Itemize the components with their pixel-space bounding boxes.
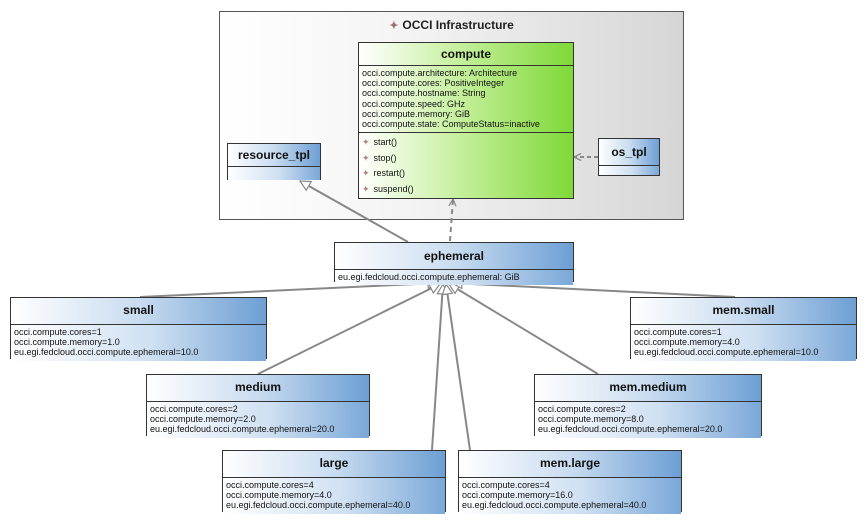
operation: ✦restart()	[362, 168, 406, 179]
attribute: eu.egi.fedcloud.occi.compute.ephemeral=1…	[634, 347, 819, 358]
class-name: mem.medium	[535, 375, 761, 402]
class-name: os_tpl	[599, 139, 659, 166]
attribute-list: occi.compute.cores=1 occi.compute.memory…	[631, 325, 856, 361]
operation: ✦start()	[362, 137, 398, 148]
attribute: eu.egi.fedcloud.occi.compute.ephemeral=1…	[14, 347, 199, 358]
class-compute[interactable]: compute occi.compute.architecture: Archi…	[358, 42, 574, 199]
attribute: occi.compute.memory=8.0	[538, 414, 644, 425]
operation-star-icon: ✦	[362, 168, 370, 179]
attribute: occi.compute.speed: GHz	[362, 98, 466, 109]
class-name: resource_tpl	[228, 144, 320, 167]
attribute: occi.compute.memory=4.0	[634, 337, 740, 348]
attribute-list: occi.compute.cores=4 occi.compute.memory…	[223, 478, 445, 514]
edge-mem-medium-ephemeral	[449, 283, 599, 375]
attribute-list: occi.compute.architecture: Architecture …	[359, 66, 573, 132]
attribute: occi.compute.memory=2.0	[150, 414, 256, 425]
operation-star-icon: ✦	[362, 183, 370, 194]
edge-mem-large-ephemeral	[446, 284, 471, 451]
attribute: occi.compute.cores: PositiveInteger	[362, 78, 505, 89]
class-resource-tpl[interactable]: resource_tpl	[227, 143, 321, 180]
attribute-list: eu.egi.fedcloud.occi.compute.ephemeral: …	[335, 270, 573, 286]
attribute: eu.egi.fedcloud.occi.compute.ephemeral=2…	[150, 424, 335, 435]
attribute: occi.compute.architecture: Architecture	[362, 68, 518, 78]
attribute-list	[599, 166, 659, 175]
operation-star-icon: ✦	[362, 137, 370, 148]
class-mem-large[interactable]: mem.large occi.compute.cores=4 occi.comp…	[458, 450, 682, 514]
class-ephemeral[interactable]: ephemeral eu.egi.fedcloud.occi.compute.e…	[334, 242, 574, 286]
attribute: eu.egi.fedcloud.occi.compute.ephemeral=4…	[462, 500, 647, 511]
operation: ✦stop()	[362, 152, 397, 163]
class-name: large	[223, 451, 445, 478]
attribute: occi.compute.memory=1.0	[14, 337, 120, 348]
attribute-list	[228, 167, 320, 180]
class-mem-small[interactable]: mem.small occi.compute.cores=1 occi.comp…	[630, 297, 857, 361]
edge-large-ephemeral	[431, 284, 443, 451]
operation: ✦suspend()	[362, 183, 414, 194]
attribute-list: occi.compute.cores=2 occi.compute.memory…	[147, 402, 369, 438]
class-name: medium	[147, 375, 369, 402]
class-large[interactable]: large occi.compute.cores=4 occi.compute.…	[222, 450, 446, 514]
class-name: small	[11, 298, 266, 325]
attribute: occi.compute.cores=2	[538, 404, 626, 414]
attribute: eu.egi.fedcloud.occi.compute.ephemeral: …	[338, 272, 520, 282]
attribute: occi.compute.cores=2	[150, 404, 238, 414]
operation-star-icon: ✦	[362, 152, 370, 163]
operation-list: ✦start() ✦stop() ✦restart() ✦suspend()	[359, 132, 573, 200]
attribute: occi.compute.memory=16.0	[462, 490, 573, 501]
edge-mem-small-ephemeral	[452, 283, 736, 298]
edge-ephemeral-compute	[450, 199, 453, 242]
attribute: eu.egi.fedcloud.occi.compute.ephemeral=4…	[226, 500, 411, 511]
edge-medium-ephemeral	[257, 283, 440, 375]
attribute-list: occi.compute.cores=1 occi.compute.memory…	[11, 325, 266, 361]
class-name: compute	[359, 43, 573, 66]
attribute: occi.compute.hostname: String	[362, 88, 486, 99]
class-small[interactable]: small occi.compute.cores=1 occi.compute.…	[10, 297, 267, 361]
attribute: eu.egi.fedcloud.occi.compute.ephemeral=2…	[538, 424, 723, 435]
attribute: occi.compute.cores=4	[226, 480, 314, 490]
edge-small-ephemeral	[139, 283, 438, 298]
edge-ephemeral-resource-tpl	[300, 180, 409, 243]
class-os-tpl[interactable]: os_tpl	[598, 138, 660, 176]
attribute: occi.compute.memory: GiB	[362, 108, 471, 119]
attribute-list: occi.compute.cores=2 occi.compute.memory…	[535, 402, 761, 438]
attribute: occi.compute.state: ComputeStatus=inacti…	[362, 119, 540, 130]
package-title: ✦OCCI Infrastructure	[389, 18, 514, 32]
star-icon: ✦	[389, 20, 399, 32]
class-name: mem.small	[631, 298, 856, 325]
class-mem-medium[interactable]: mem.medium occi.compute.cores=2 occi.com…	[534, 374, 762, 438]
attribute: occi.compute.cores=1	[634, 327, 722, 337]
class-name: ephemeral	[335, 243, 573, 270]
attribute-list: occi.compute.cores=4 occi.compute.memory…	[459, 478, 681, 514]
class-medium[interactable]: medium occi.compute.cores=2 occi.compute…	[146, 374, 370, 438]
attribute: occi.compute.cores=1	[14, 327, 102, 337]
attribute: occi.compute.memory=4.0	[226, 490, 332, 501]
attribute: occi.compute.cores=4	[462, 480, 550, 490]
class-name: mem.large	[459, 451, 681, 478]
